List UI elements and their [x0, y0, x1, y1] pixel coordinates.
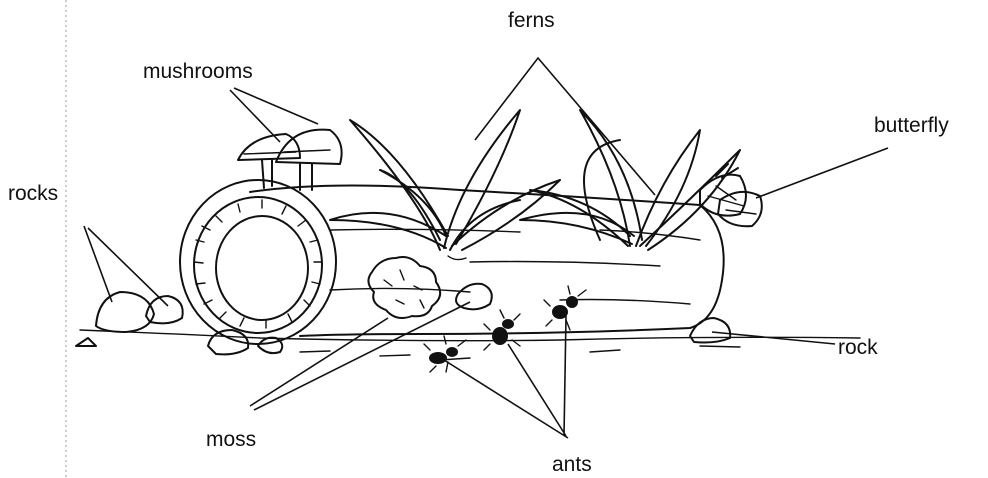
- ant-2: [484, 310, 520, 350]
- label-rocks: rocks: [8, 182, 58, 205]
- butterfly-illustration: [700, 164, 762, 226]
- label-mushrooms: mushrooms: [143, 60, 253, 83]
- rocks-illustration: [76, 292, 730, 354]
- ant-1: [424, 336, 466, 372]
- ant-3: [544, 286, 586, 330]
- label-butterfly: butterfly: [874, 114, 949, 137]
- fern-right: [520, 110, 740, 250]
- leader-mushrooms: [230, 88, 318, 142]
- moss-illustration: [368, 257, 491, 318]
- label-rock: rock: [838, 336, 878, 359]
- label-ferns: ferns: [508, 9, 555, 32]
- leader-lines: [84, 58, 888, 438]
- log: [180, 180, 724, 344]
- leader-ferns: [475, 58, 655, 195]
- leader-butterfly: [756, 148, 888, 198]
- leader-rocks: [84, 226, 168, 306]
- label-moss: moss: [206, 428, 256, 451]
- label-ants: ants: [552, 453, 592, 476]
